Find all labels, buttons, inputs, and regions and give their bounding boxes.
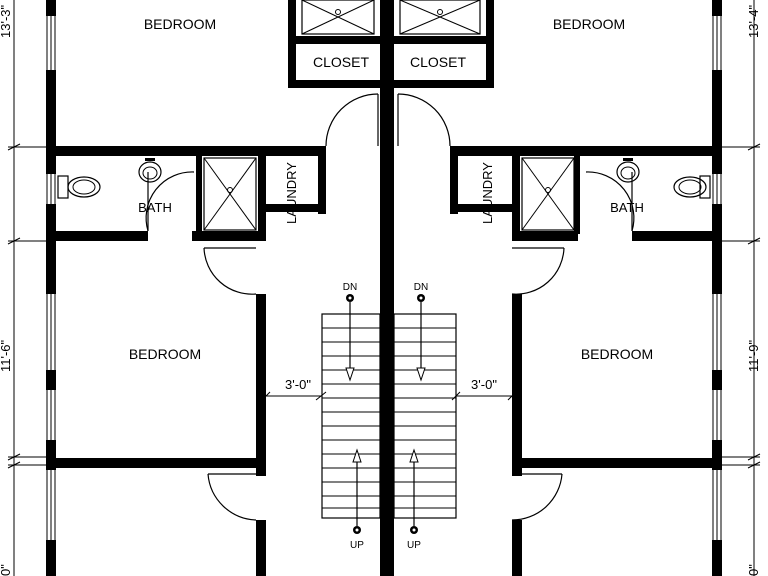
room-label-bath-right: BATH [610, 200, 644, 215]
staircase-right [393, 313, 457, 519]
dimension-left-mid: 11'-6" [0, 339, 13, 372]
hall-dimension-right: 3'-0" [451, 377, 517, 401]
window-left-5 [46, 470, 56, 540]
staircase-left [321, 313, 381, 519]
hall-dimension-left-label: 3'-0" [285, 377, 311, 392]
window-left-1 [46, 16, 56, 70]
exterior-walls [46, 0, 722, 576]
room-label-laundry-left: LAUNDRY [284, 162, 299, 224]
stair-dn-right-label: DN [414, 282, 428, 293]
stair-dn-left-label: DN [343, 282, 357, 293]
dimension-right-bottom: 0" [746, 564, 761, 576]
stair-down-arrow-left-icon [345, 294, 355, 382]
window-right-2 [712, 174, 722, 204]
closet-left-label: CLOSET [313, 54, 369, 70]
window-right-3 [712, 294, 722, 370]
left-dimension-strip: 13'-3" 11'-6" 0" [0, 0, 48, 576]
room-label-bedroom-top-left: BEDROOM [144, 16, 216, 32]
sink-right-icon [616, 158, 640, 183]
room-label-bath-left: BATH [138, 200, 172, 215]
stair-up-right-label: UP [407, 540, 421, 551]
stair-up-left-label: UP [350, 540, 364, 551]
room-label-bedroom-mid-left: BEDROOM [129, 346, 201, 362]
door-swings [145, 93, 635, 521]
stair-up-arrow-left-icon [352, 448, 362, 534]
hall-dimension-right-label: 3'-0" [471, 377, 497, 392]
stair-down-arrow-right-icon [416, 294, 426, 382]
shower-top-right [399, 0, 481, 35]
toilet-left-icon [57, 175, 101, 199]
dimension-left-bottom: 0" [0, 564, 13, 576]
window-left-4 [46, 390, 56, 440]
shower-left [203, 157, 257, 231]
dimension-right-mid: 11'-9" [746, 339, 761, 372]
dimension-left-top: 13'-3" [0, 4, 13, 38]
sink-left-icon [138, 158, 162, 183]
room-label-bedroom-mid-right: BEDROOM [581, 346, 653, 362]
window-right-1 [712, 16, 722, 70]
window-left-2 [46, 174, 56, 204]
shower-right [521, 157, 575, 231]
hall-dimension-left: 3'-0" [261, 377, 327, 401]
dimension-right-top: 13'-4" [746, 4, 761, 38]
window-left-3 [46, 294, 56, 370]
window-right-5 [712, 470, 722, 540]
interior-walls [56, 0, 712, 576]
right-dimension-strip: 13'-4" 11'-9" 0" [720, 0, 761, 576]
shower-top-left [301, 0, 375, 35]
toilet-right-icon [673, 175, 711, 199]
room-label-laundry-right: LAUNDRY [480, 162, 495, 224]
stair-up-arrow-right-icon [409, 448, 419, 534]
closet-right-label: CLOSET [410, 54, 466, 70]
window-right-4 [712, 390, 722, 440]
room-label-bedroom-top-right: BEDROOM [553, 16, 625, 32]
